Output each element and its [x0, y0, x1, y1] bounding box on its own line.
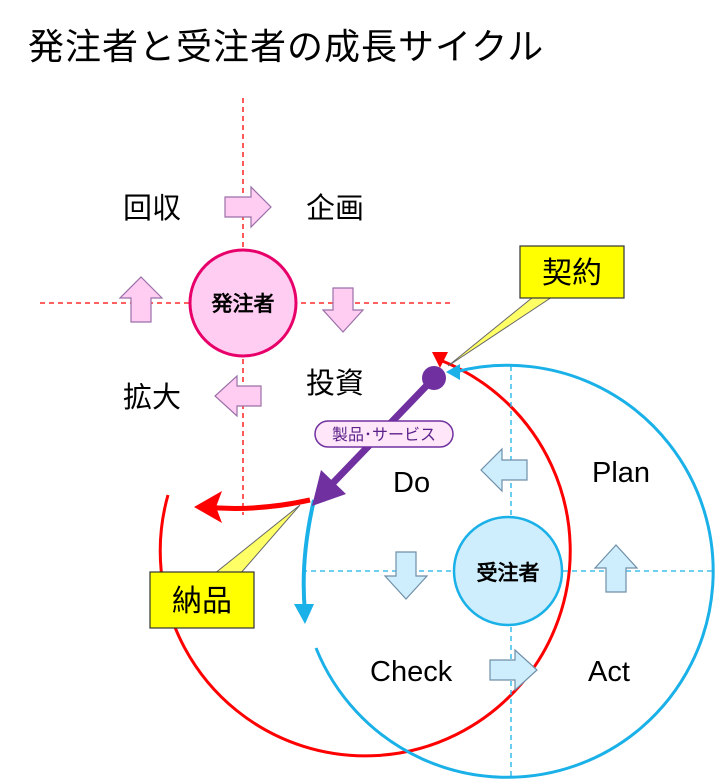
- contractor-center-circle: [452, 515, 564, 627]
- arrow-up-icon: [118, 276, 164, 323]
- orderer-label-top-right: 企画: [306, 191, 364, 225]
- orderer-label-bottom-right: 投資: [306, 366, 364, 400]
- arrow-down-icon: [321, 287, 365, 333]
- arrow-right-icon: [224, 185, 272, 229]
- contractor-label-do: Do: [393, 467, 430, 499]
- contractor-cycle: 受注者 Do Plan Act Check: [294, 363, 716, 779]
- delivery-callout-label: 納品: [172, 584, 232, 619]
- contractor-cycle-arrowhead-top: [446, 364, 460, 380]
- contract-callout-box: [519, 245, 625, 299]
- arrow-right-icon: [489, 648, 538, 692]
- arrow-left-icon: [214, 374, 262, 418]
- arrow-up-icon: [593, 544, 639, 593]
- delivery-red-arrowhead-icon: [194, 491, 222, 523]
- delivery-callout: 納品: [149, 504, 301, 629]
- orderer-cycle-arrowhead: [432, 352, 448, 368]
- contract-callout-label: 契約: [542, 256, 602, 291]
- product-flow-arrowhead-icon: [312, 470, 346, 506]
- orderer-center-label: 発注者: [211, 292, 275, 316]
- orderer-label-top-left: 回収: [123, 191, 181, 225]
- orderer-cycle: 発注者 回収 企画 投資 拡大: [40, 98, 572, 758]
- contractor-center-label: 受注者: [477, 561, 540, 585]
- contractor-label-act: Act: [588, 656, 630, 688]
- contractor-curve-arrowhead-icon: [294, 604, 314, 624]
- orderer-cycle-arc: [158, 358, 572, 758]
- contract-callout-pointer: [447, 292, 560, 367]
- delivery-callout-pointer: [212, 504, 301, 575]
- delivery-red-arrow: [204, 497, 311, 511]
- product-service-flow: 製品･サービス: [312, 366, 454, 506]
- product-service-label: 製品･サービス: [332, 425, 436, 444]
- arrow-left-icon: [480, 447, 528, 493]
- contractor-label-plan: Plan: [592, 457, 650, 489]
- delivery-callout-box: [149, 571, 255, 629]
- arrow-down-icon: [383, 551, 429, 600]
- contractor-cycle-arc: [314, 363, 715, 779]
- contractor-label-check: Check: [370, 656, 453, 688]
- contract-callout: 契約: [447, 245, 625, 367]
- contractor-delivery-curve: [301, 499, 316, 613]
- contract-point-dot: [422, 366, 446, 390]
- orderer-center-circle: [188, 248, 298, 358]
- orderer-label-bottom-left: 拡大: [123, 380, 181, 414]
- page-title: 発注者と受注者の成長サイクル: [28, 27, 545, 68]
- product-service-badge: [314, 420, 454, 448]
